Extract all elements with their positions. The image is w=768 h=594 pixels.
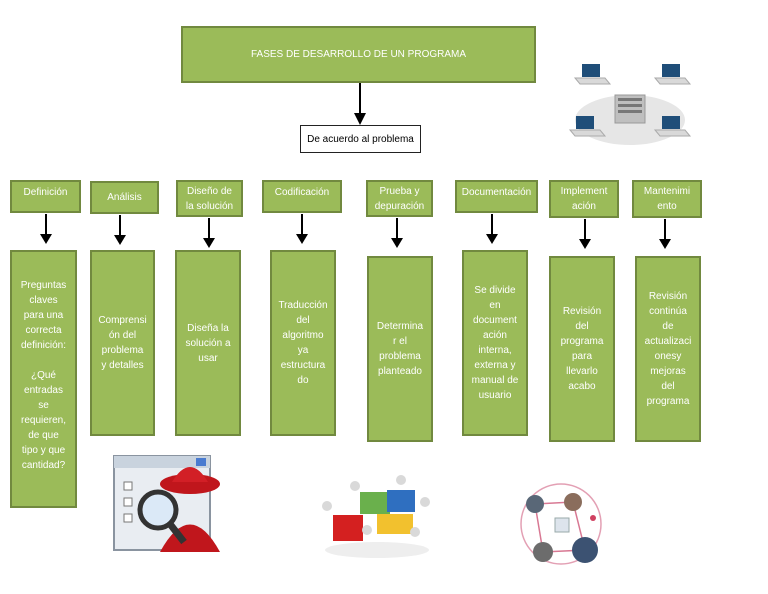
- arrow-diseno: [203, 218, 215, 248]
- spy-magnifier-icon: [113, 455, 220, 552]
- network-computers-icon: [568, 64, 692, 145]
- phase-desc-definicion: Preguntas claves para una correcta defin…: [10, 250, 77, 508]
- arrow-analisis: [114, 215, 126, 245]
- arrow-prueba: [391, 218, 403, 248]
- phase-header-analisis: Análisis: [90, 181, 159, 214]
- arrow-implementacion: [579, 219, 591, 249]
- phase-header-prueba: Prueba y depuración: [366, 180, 433, 217]
- phase-header-codificacion: Codificación: [262, 180, 342, 213]
- title-arrow: [354, 83, 366, 125]
- diagram-title-box: FASES DE DESARROLLO DE UN PROGRAMA: [181, 26, 536, 83]
- subtitle-box: De acuerdo al problema: [300, 125, 421, 153]
- phase-header-documentacion: Documentación: [455, 180, 538, 213]
- phase-header-diseno: Diseño de la solución: [176, 180, 243, 217]
- arrow-codificacion: [296, 214, 308, 244]
- diagram-title: FASES DE DESARROLLO DE UN PROGRAMA: [250, 49, 467, 60]
- phase-desc-implementacion: Revisión del programa para llevarlo acab…: [549, 256, 615, 442]
- phase-desc-codificacion: Traducción del algoritmo ya estructura d…: [270, 250, 336, 436]
- arrow-mantenimiento: [659, 219, 671, 249]
- phase-desc-diseno: Diseña la solución a usar: [175, 250, 241, 436]
- phase-desc-mantenimiento: Revisión continúa de actualizaci onesy m…: [635, 256, 701, 442]
- phase-header-definicion: Definición: [10, 180, 81, 213]
- phase-desc-analisis: Comprensi ón del problema y detalles: [90, 250, 155, 436]
- phase-header-implementacion: Implement ación: [549, 180, 619, 218]
- phase-header-mantenimiento: Mantenimi ento: [632, 180, 702, 218]
- phase-desc-documentacion: Se divide en document ación interna, ext…: [462, 250, 528, 436]
- arrow-definicion: [40, 214, 52, 244]
- arrow-documentacion: [486, 214, 498, 244]
- phase-desc-prueba: Determina r el problema planteado: [367, 256, 433, 442]
- network-nodes-icon: [520, 483, 602, 565]
- subtitle: De acuerdo al problema: [307, 133, 414, 145]
- puzzle-team-icon: [322, 475, 430, 558]
